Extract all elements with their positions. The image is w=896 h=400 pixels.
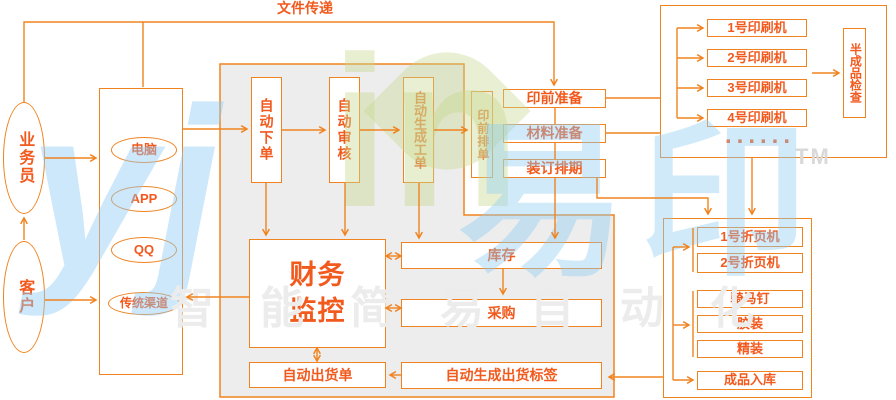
glue-binding-label: 胶装 (736, 315, 763, 331)
salesperson-ellipse: 业务员 (3, 102, 45, 214)
more-printers-dots-label: ...... (724, 122, 795, 149)
hardcover-box: 精装 (697, 340, 803, 358)
prepress-prepare-label: 印前准备 (526, 90, 583, 107)
finance-monitor-label: 财务监控 (289, 260, 346, 326)
auto-shipping-note-box: 自动出货单 (249, 362, 386, 388)
prepress-prepare-box: 印前准备 (503, 89, 606, 108)
semi-finished-inspection-label: 半成品检查 (848, 43, 863, 103)
saddle-stitch-label: 骑马钉 (730, 290, 770, 306)
channel-qq-label: QQ (133, 241, 155, 257)
binding-schedule-box: 装订排期 (503, 159, 606, 178)
material-prepare-box: 材料准备 (503, 124, 606, 143)
auto-review-box: 自动审核 (329, 77, 360, 183)
printer-3-box: 3号印刷机 (707, 79, 807, 97)
auto-shipping-note-label: 自动出货单 (282, 366, 353, 383)
channel-qq: QQ (111, 237, 177, 263)
folder-1-box: 1号折页机 (697, 227, 803, 247)
channel-computer: 电脑 (111, 137, 177, 163)
finished-goods-storage-box: 成品入库 (697, 371, 803, 390)
channel-app: APP (111, 186, 177, 212)
binding-schedule-label: 装订排期 (526, 160, 583, 177)
folder-2-box: 2号折页机 (697, 253, 803, 273)
purchase-label: 采购 (487, 304, 516, 321)
glue-binding-box: 胶装 (697, 315, 803, 333)
inventory-box: 库存 (401, 242, 602, 269)
printer-1-label: 1号印刷机 (727, 19, 787, 35)
file-transfer-title: 文件传递 (258, 0, 352, 17)
auto-worksheet-box: 自动生成工单 (403, 77, 434, 183)
prepress-queue-label: 印前排单 (475, 108, 490, 161)
hardcover-label: 精装 (736, 340, 763, 356)
auto-order-box: 自动下单 (251, 77, 282, 183)
auto-order-label: 自动下单 (258, 98, 275, 162)
file-transfer-label: 文件传递 (277, 0, 333, 17)
channel-traditional: 传统渠道 (108, 292, 180, 315)
auto-shipping-label-box: 自动生成出货标签 (401, 362, 602, 389)
auto-shipping-label-label: 自动生成出货标签 (445, 367, 558, 384)
finished-goods-storage-label: 成品入库 (723, 372, 776, 388)
prepress-queue-box: 印前排单 (471, 91, 493, 178)
channel-traditional-label: 传统渠道 (119, 295, 168, 310)
auto-worksheet-label: 自动生成工单 (411, 91, 427, 169)
printer-2-box: 2号印刷机 (707, 49, 807, 67)
printer-2-label: 2号印刷机 (727, 49, 787, 65)
customer-label: 客户 (16, 279, 34, 315)
channel-app-label: APP (130, 190, 158, 206)
printer-3-label: 3号印刷机 (727, 79, 787, 95)
more-printers-dots: ...... (715, 122, 805, 149)
finance-monitor-box: 财务监控 (249, 239, 386, 348)
folder-1-label: 1号折页机 (720, 228, 780, 244)
customer-ellipse: 客户 (3, 241, 45, 353)
folder-2-label: 2号折页机 (720, 254, 780, 270)
purchase-box: 采购 (401, 299, 602, 327)
printer-4-label: 4号印刷机 (727, 109, 787, 125)
printer-4-box: 4号印刷机 (707, 109, 807, 127)
channels-box (99, 88, 183, 375)
salesperson-label: 业务员 (16, 131, 34, 185)
inventory-label: 库存 (487, 247, 516, 264)
saddle-stitch-box: 骑马钉 (697, 290, 803, 308)
printer-1-box: 1号印刷机 (707, 19, 807, 37)
channel-computer-label: 电脑 (130, 141, 157, 157)
material-prepare-label: 材料准备 (526, 125, 583, 142)
semi-finished-inspection-box: 半成品检查 (843, 28, 866, 118)
auto-review-label: 自动审核 (336, 98, 353, 162)
